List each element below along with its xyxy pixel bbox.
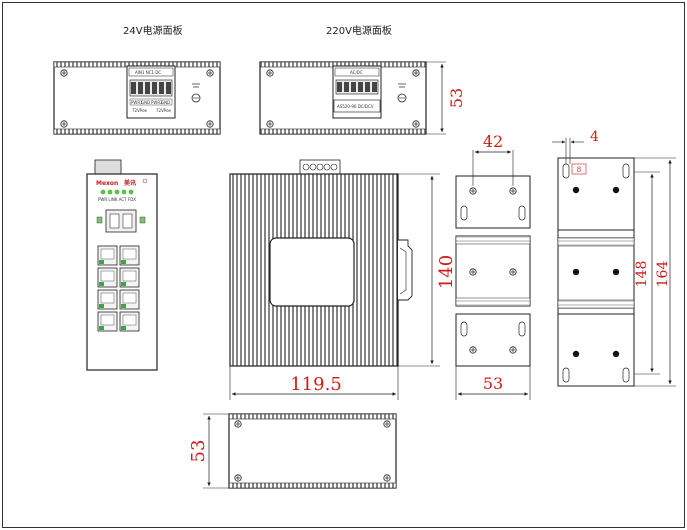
brand-logo-cn: 美讯 bbox=[123, 179, 136, 187]
connector-label-24v: AIN1 NC1 DC bbox=[135, 70, 161, 75]
screw-icon bbox=[266, 120, 274, 128]
dim-panel-height-top: 53 bbox=[447, 88, 466, 108]
ground-symbol-icon bbox=[397, 83, 407, 103]
rj45-port bbox=[119, 289, 140, 310]
nameplate-220v: AS520-96 DC/DCV bbox=[337, 104, 374, 109]
screw-icon bbox=[383, 474, 391, 482]
rj45-port-grid bbox=[97, 245, 140, 332]
screw-icon bbox=[60, 120, 68, 128]
screw-icon bbox=[412, 120, 420, 128]
dim-front-width: 119.5 bbox=[290, 374, 342, 395]
screw-icon bbox=[206, 69, 214, 77]
screw-icon bbox=[206, 120, 214, 128]
screw-icon bbox=[412, 69, 420, 77]
rj45-port bbox=[119, 245, 140, 266]
rj45-port bbox=[97, 311, 118, 332]
dim-din-spacing: 42 bbox=[483, 132, 503, 151]
panel-24v: AIN1 NC1 DC PWR1 GND PWR2 GND 72VPoe 72V… bbox=[53, 61, 221, 135]
screw-icon bbox=[469, 346, 477, 354]
panel-220v: AC/DC AS520-96 DC/DCV 53 bbox=[259, 61, 466, 135]
dim-bottom-height: 53 bbox=[188, 440, 209, 463]
terminal-label-pwr2: PWR2 bbox=[151, 100, 163, 105]
screw-icon bbox=[509, 268, 517, 276]
mount-hole-icon bbox=[612, 186, 620, 194]
screw-icon bbox=[509, 187, 517, 195]
din-side-view-1: 42 53 bbox=[455, 132, 531, 400]
screw-icon bbox=[383, 420, 391, 428]
ground-symbol-icon bbox=[191, 83, 201, 103]
title-220v-panel: 220V电源面板 bbox=[326, 24, 392, 37]
dim-din-hole: 8 bbox=[577, 166, 581, 174]
mount-hole-icon bbox=[572, 268, 580, 276]
screw-icon bbox=[469, 187, 477, 195]
mount-hole-icon bbox=[612, 268, 620, 276]
terminal-label-gnd-2: GND bbox=[161, 100, 170, 105]
dim-rail-inner: 148 bbox=[634, 261, 650, 288]
rj45-port bbox=[119, 311, 140, 332]
status-leds bbox=[100, 189, 134, 195]
caption-24v-left: 72VPoe bbox=[132, 108, 148, 113]
mount-hole-icon bbox=[572, 350, 580, 358]
fiber-port-group bbox=[96, 209, 146, 233]
rj45-port bbox=[97, 289, 118, 310]
brand-logo: Mexon bbox=[96, 180, 118, 187]
screw-icon bbox=[234, 420, 242, 428]
bottom-panel-view: 53 bbox=[188, 413, 397, 489]
registered-icon bbox=[142, 178, 148, 184]
title-24v-panel: 24V电源面板 bbox=[123, 24, 183, 37]
rj45-port bbox=[97, 267, 118, 288]
led-labels: PWR LINK ACT FDX bbox=[98, 197, 136, 202]
terminal-block-220v bbox=[335, 79, 379, 95]
terminal-block-24v bbox=[129, 79, 173, 97]
switch-front-view: Mexon 美讯 PWR LINK ACT FDX bbox=[86, 159, 158, 371]
screw-icon bbox=[469, 268, 477, 276]
screw-icon bbox=[234, 474, 242, 482]
heatsink-front-view: 140 119.5 bbox=[229, 159, 457, 400]
terminal-label-gnd-1: GND bbox=[141, 100, 150, 105]
rj45-port bbox=[97, 245, 118, 266]
dim-front-height: 140 bbox=[436, 255, 457, 289]
top-terminal-block bbox=[302, 163, 338, 171]
dim-side-width: 53 bbox=[483, 374, 503, 393]
screw-icon bbox=[266, 69, 274, 77]
mount-hole-icon bbox=[612, 350, 620, 358]
dim-rail-outer: 164 bbox=[655, 261, 671, 288]
screw-icon bbox=[60, 69, 68, 77]
connector-label-220v: AC/DC bbox=[350, 70, 363, 75]
rj45-port bbox=[119, 267, 140, 288]
screw-icon bbox=[509, 346, 517, 354]
terminal-label-pwr1: PWR1 bbox=[131, 100, 143, 105]
dim-din-clip: 4 bbox=[590, 129, 599, 145]
din-side-view-2: 4 8 148 164 bbox=[552, 129, 676, 387]
mount-hole-icon bbox=[572, 186, 580, 194]
caption-24v-right: 72VPoe bbox=[156, 108, 172, 113]
